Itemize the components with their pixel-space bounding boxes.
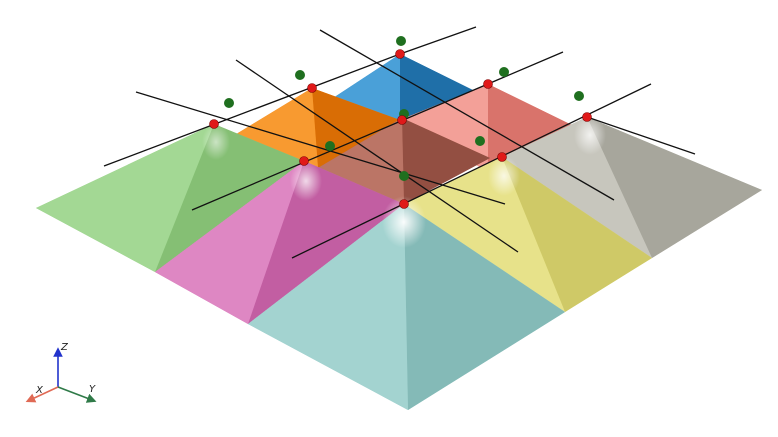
control-point[interactable] [299,156,309,166]
offset-point[interactable] [396,36,406,46]
control-point[interactable] [395,49,405,59]
offset-point[interactable] [224,98,234,108]
offset-points[interactable] [224,36,584,181]
patch-left-green [36,124,304,272]
net-line[interactable] [235,59,519,253]
x-axis-label: X [35,385,44,396]
control-point[interactable] [307,83,317,93]
control-point[interactable] [497,152,507,162]
net-line[interactable] [191,51,564,211]
offset-point[interactable] [574,91,584,101]
z-axis-label: Z [60,342,69,353]
axis-triad: Z X Y [25,342,97,403]
control-net[interactable] [103,26,696,259]
control-points[interactable] [209,49,592,209]
net-line[interactable] [135,91,506,205]
net-line[interactable] [319,29,615,201]
patch-center-brown [318,118,490,204]
patch-magenta [155,161,404,324]
net-line[interactable] [103,53,401,167]
offset-point[interactable] [399,171,409,181]
control-point[interactable] [582,112,592,122]
offset-point[interactable] [325,141,335,151]
net-line[interactable] [399,26,477,55]
control-point[interactable] [399,199,409,209]
y-axis-arrow [57,386,97,403]
control-point[interactable] [397,115,407,125]
patch-yellow [404,157,652,312]
x-axis-arrow [25,386,59,403]
net-line[interactable] [586,116,696,155]
control-point[interactable] [209,119,219,129]
y-axis-label: Y [89,384,96,395]
patch-bottom-cyan [248,204,565,410]
offset-point[interactable] [475,136,485,146]
offset-point[interactable] [295,70,305,80]
control-point[interactable] [483,79,493,89]
net-line[interactable] [291,83,652,259]
surface-patches [36,54,762,410]
patch-gray [502,117,762,258]
offset-point[interactable] [499,67,509,77]
